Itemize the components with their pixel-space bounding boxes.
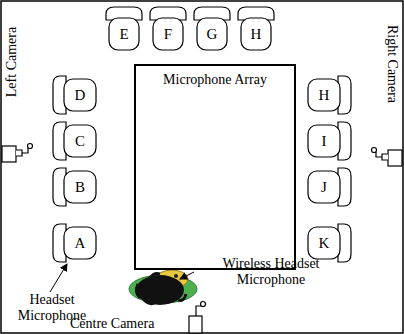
centre-camera-symbol	[189, 302, 206, 334]
chair: J	[306, 166, 352, 208]
chair: H	[306, 74, 352, 116]
seat-letter: F	[164, 26, 172, 42]
chair: B	[52, 166, 98, 208]
leader-line	[50, 264, 67, 292]
seat-letter: H	[251, 26, 262, 42]
annotation-label: Right Camera	[384, 25, 400, 103]
seat-letter: K	[319, 235, 330, 251]
seat-letter: C	[75, 133, 85, 149]
annotation-label: Wireless Headset Microphone	[196, 256, 346, 288]
chair-outline	[306, 166, 352, 208]
seat-letter: E	[119, 26, 128, 42]
chair: G	[192, 6, 232, 52]
chair-outline	[306, 120, 352, 162]
chair: F	[148, 6, 188, 52]
chair: E	[104, 6, 144, 52]
chair: I	[306, 120, 352, 162]
chair: A	[52, 222, 98, 264]
right-camera-symbol	[372, 148, 403, 167]
seat-letter: I	[322, 133, 327, 149]
left-camera-symbol	[2, 144, 33, 163]
seat-letter: J	[321, 179, 327, 195]
table-outline	[134, 64, 296, 270]
person-with-headset	[129, 270, 197, 305]
chair: H	[236, 6, 276, 52]
chair: C	[52, 120, 98, 162]
seat-letter: B	[75, 179, 85, 195]
seat-letter: A	[75, 235, 86, 251]
chair: D	[52, 74, 98, 116]
annotation-label: Left Camera	[4, 27, 20, 97]
seat-letter: G	[207, 26, 218, 42]
seat-letter: D	[75, 87, 86, 103]
table: Microphone Array	[134, 64, 296, 270]
table-label: Microphone Array	[134, 64, 296, 88]
annotation-label: Centre Camera	[70, 316, 154, 332]
seat-letter: H	[319, 87, 330, 103]
leader-line	[180, 272, 194, 279]
